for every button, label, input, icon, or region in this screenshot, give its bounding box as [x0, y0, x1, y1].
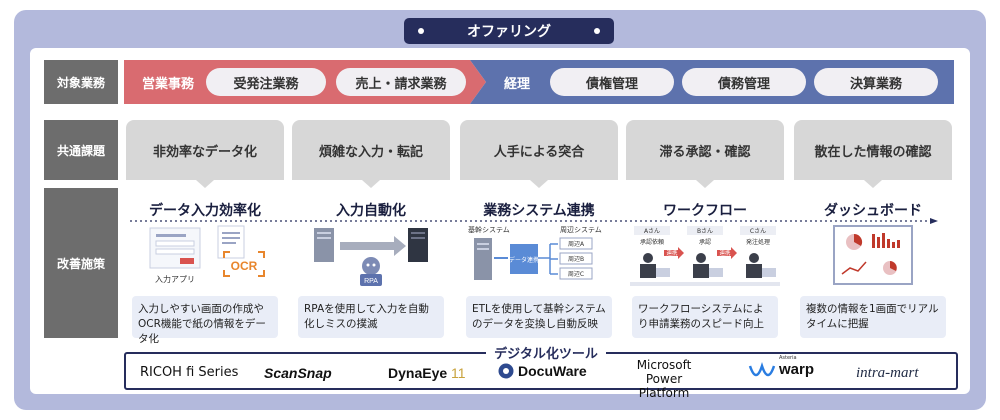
tool-dynaeye: DynaEye 11: [388, 365, 466, 381]
tool-docuware: DocuWare: [498, 363, 587, 379]
desc-dashboard: 複数の情報を1画面でリアルタイムに把握: [800, 296, 946, 338]
column-dashboard: 散在した情報の確認 ダッシュボード 複数の情報を1画面でリアルタイムに把握: [794, 120, 952, 338]
step-approve: 承認: [699, 238, 711, 246]
measure-dashboard: ダッシュボード: [824, 203, 922, 219]
issue-notch: [696, 180, 714, 188]
person-a: Aさん: [644, 228, 660, 235]
title-dot-left: [418, 28, 424, 34]
rpa-label: RPA: [364, 278, 378, 285]
ocr-label: OCR: [231, 259, 258, 273]
peripheral-a: 周辺A: [568, 241, 585, 248]
tool-asteria-warp: Asteria warp: [748, 355, 815, 378]
issue-notch: [362, 180, 380, 188]
link-label-1: 連携: [666, 249, 678, 257]
tool-power-platform: Microsoft Power Platform: [620, 358, 708, 400]
pill-payables: 債務管理: [682, 68, 806, 96]
tool-scansnap: ScanSnap: [264, 365, 332, 381]
issue-notch: [196, 180, 214, 188]
person-c: Cさん: [750, 228, 766, 235]
warp-name: warp: [779, 361, 815, 378]
title-dot-right: [594, 28, 600, 34]
warp-logo-icon: [748, 361, 776, 376]
tool-intra-mart: intra-mart: [856, 365, 919, 381]
tool-ricoh-fi: RICOH fi Series: [140, 365, 239, 380]
issue-notch: [864, 180, 882, 188]
offering-title-text: オファリング: [467, 24, 551, 40]
workflow-illustration: Aさん Bさん Cさん 承認依頼 承認 発注処理 連携 連携: [630, 226, 780, 286]
accounting-title: 経理: [504, 76, 531, 92]
column-workflow: 滞る承認・確認 ワークフロー Aさん Bさん Cさん 承認依頼 承認 発注処理 …: [626, 120, 784, 338]
dashboard-illustration: [833, 225, 913, 285]
input-app-ocr-illustration: OCR 入力アプリ: [149, 225, 265, 284]
person-b: Bさん: [697, 228, 713, 235]
digital-tools-title: デジタル化ツール: [486, 343, 606, 362]
accounting-band: 経理 債権管理 債務管理 決算業務: [470, 60, 954, 104]
column-input-automation: 煩雑な入力・転記 入力自動化 RPA RPAを使用して入力を自動化しミスの撲滅: [292, 120, 450, 338]
measure-workflow: ワークフロー: [663, 203, 747, 219]
progress-arrow: [130, 218, 938, 224]
row-label-common: 共通課題: [44, 120, 118, 180]
desc-workflow: ワークフローシステムにより申請業務のスピード向上: [632, 296, 778, 338]
core-system-label: 基幹システム: [468, 225, 510, 234]
desc-data-entry: 入力しやすい画面の作成やOCR機能で紙の情報をデータ化: [132, 296, 278, 345]
desc-system-integration: ETLを使用して基幹システムのデータを変換し自動反映: [466, 296, 612, 338]
dynaeye-name: DynaEye: [388, 365, 448, 381]
sales-title: 営業事務: [142, 76, 195, 92]
offering-title: オファリング: [404, 18, 614, 44]
system-integration-illustration: 基幹システム 周辺システム データ連携 周辺A 周辺B 周辺C: [468, 225, 602, 280]
step-order: 発注処理: [746, 238, 770, 246]
pill-order: 受発注業務: [206, 68, 326, 96]
issue-complex-input: 煩雑な入力・転記: [292, 120, 450, 180]
measure-data-entry: データ入力効率化: [149, 203, 261, 219]
input-app-label: 入力アプリ: [155, 274, 195, 284]
issue-inefficient-digitization: 非効率なデータ化: [126, 120, 284, 180]
peripheral-system-label: 周辺システム: [560, 226, 602, 234]
pill-billing: 売上・請求業務: [336, 68, 466, 96]
step-request: 承認依頼: [640, 238, 664, 246]
peripheral-b: 周辺B: [568, 256, 584, 263]
dynaeye-version: 11: [451, 365, 466, 381]
measure-system-integration: 業務システム連携: [483, 203, 595, 219]
issue-manual-matching: 人手による突合: [460, 120, 618, 180]
desc-input-automation: RPAを使用して入力を自動化しミスの撲滅: [298, 296, 444, 338]
column-data-entry: 非効率なデータ化 データ入力効率化 OCR 入力アプリ 入力しやすい画面の作成や…: [126, 120, 284, 345]
data-link-label: データ連携: [509, 256, 539, 264]
power-platform-line2: Power Platform: [638, 372, 690, 400]
pill-closing: 決算業務: [814, 68, 938, 96]
issue-notch: [530, 180, 548, 188]
sales-band: 営業事務 受発注業務 売上・請求業務: [124, 60, 486, 104]
docuware-logo-icon: [498, 363, 514, 379]
asteria-label: Asteria: [779, 355, 797, 361]
issue-stalled-approvals: 滞る承認・確認: [626, 120, 784, 180]
row-label-improve: 改善施策: [44, 188, 118, 338]
row-label-target: 対象業務: [44, 60, 118, 104]
issue-scattered-info: 散在した情報の確認: [794, 120, 952, 180]
peripheral-c: 周辺C: [568, 271, 584, 278]
rpa-illustration: RPA: [314, 228, 428, 286]
power-platform-line1: Microsoft: [636, 358, 692, 372]
measure-input-automation: 入力自動化: [336, 203, 406, 219]
pill-receivables: 債権管理: [550, 68, 674, 96]
link-label-2: 連携: [719, 249, 731, 257]
column-system-integration: 人手による突合 業務システム連携 基幹システム 周辺システム データ連携 周辺A…: [460, 120, 618, 338]
docuware-name: DocuWare: [518, 363, 587, 379]
